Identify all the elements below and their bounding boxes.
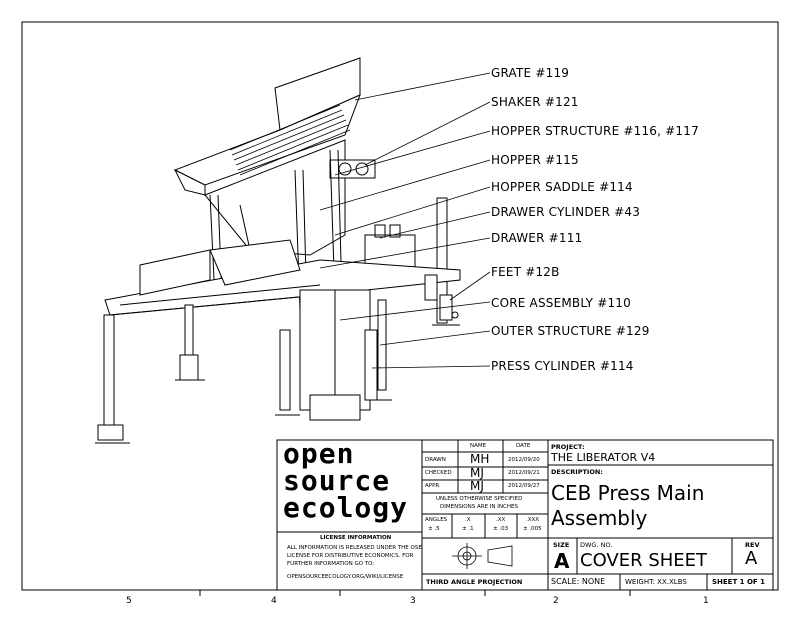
- callout-outer-structure: OUTER STRUCTURE #129: [491, 324, 650, 338]
- tolerance-x-label: .X: [465, 517, 471, 523]
- approval-name: MJ: [470, 466, 484, 480]
- logo-line-source: source: [283, 464, 391, 497]
- approvals-name-header: NAME: [470, 443, 487, 449]
- callout-drawer: DRAWER #111: [491, 231, 583, 245]
- approval-name: MJ: [470, 479, 484, 493]
- callout-grate: GRATE #119: [491, 66, 570, 80]
- callout-core-assembly: CORE ASSEMBLY #110: [491, 296, 631, 310]
- description-line2: Assembly: [551, 506, 648, 530]
- rev-value: A: [745, 548, 758, 569]
- tolerance-angles-value: ± .5: [428, 526, 440, 532]
- weight-label: WEIGHT: XX.XLBS: [625, 578, 687, 586]
- zone-number: 5: [126, 596, 132, 606]
- callout-shaker: SHAKER #121: [491, 95, 579, 109]
- callout-press-cylinder: PRESS CYLINDER #114: [491, 359, 634, 373]
- approval-label: DRAWN: [425, 457, 446, 463]
- callout-hopper-saddle: HOPPER SADDLE #114: [491, 180, 633, 194]
- zone-number: 1: [703, 596, 709, 606]
- projection-symbol: [452, 543, 513, 569]
- callout-feet: FEET #12B: [491, 265, 560, 279]
- dwg-value: COVER SHEET: [580, 550, 708, 571]
- approval-label: CHECKED: [425, 470, 452, 476]
- approval-date: 2012/09/20: [508, 457, 540, 463]
- logo-line-open: open: [283, 437, 355, 470]
- projection-label: THIRD ANGLE PROJECTION: [426, 578, 523, 586]
- callout-drawer-cylinder: DRAWER CYLINDER #43: [491, 205, 641, 219]
- description-label: DESCRIPTION:: [551, 468, 603, 476]
- size-label: SIZE: [553, 541, 570, 549]
- tolerance-angles-label: ANGLES: [425, 517, 448, 523]
- tolerance-x-value: ± .1: [462, 526, 474, 532]
- callout-hopper-structure: HOPPER STRUCTURE #116, #117: [491, 124, 699, 138]
- size-value: A: [554, 549, 570, 573]
- tolerance-note: DIMENSIONS ARE IN INCHES: [440, 504, 518, 510]
- approval-date: 2012/09/21: [508, 470, 540, 476]
- project-value: THE LIBERATOR V4: [551, 451, 656, 464]
- tolerance-xx-label: .XX: [496, 517, 506, 523]
- sheet-label: SHEET 1 OF 1: [712, 578, 766, 586]
- tolerance-note: UNLESS OTHERWISE SPECIFIED: [436, 496, 523, 502]
- license-heading: LICENSE INFORMATION: [320, 535, 392, 541]
- zone-number: 2: [553, 596, 559, 606]
- tolerance-xxx-value: ± .005: [523, 526, 542, 532]
- tolerance-xxx-label: .XXX: [526, 517, 540, 523]
- scale-label: SCALE: NONE: [551, 577, 606, 586]
- project-label: PROJECT:: [551, 443, 585, 451]
- license-text: LICENSE FOR DISTRIBUTIVE ECONOMICS. FOR: [287, 553, 414, 559]
- license-url: OPENSOURCEECOLOGY.ORG/WIKI/LICENSE: [287, 574, 404, 580]
- license-text: ALL INFORMATION IS RELEASED UNDER THE OS…: [287, 545, 422, 551]
- approval-label: APPR.: [425, 483, 441, 489]
- logo-line-ecology: ecology: [283, 491, 409, 524]
- zone-number: 3: [410, 596, 416, 606]
- zone-number: 4: [271, 596, 277, 606]
- approvals-date-header: DATE: [516, 443, 531, 449]
- approval-name: MH: [470, 452, 490, 466]
- ose-logo: open source ecology: [283, 437, 409, 524]
- description-line1: CEB Press Main: [551, 481, 705, 505]
- approval-date: 2012/09/27: [508, 483, 540, 489]
- rev-label: REV: [745, 541, 760, 549]
- tolerance-xx-value: ± .03: [493, 526, 509, 532]
- dwg-label: DWG. NO.: [580, 541, 613, 549]
- callout-hopper: HOPPER #115: [491, 153, 579, 167]
- license-text: FURTHER INFORMATION GO TO:: [287, 561, 375, 567]
